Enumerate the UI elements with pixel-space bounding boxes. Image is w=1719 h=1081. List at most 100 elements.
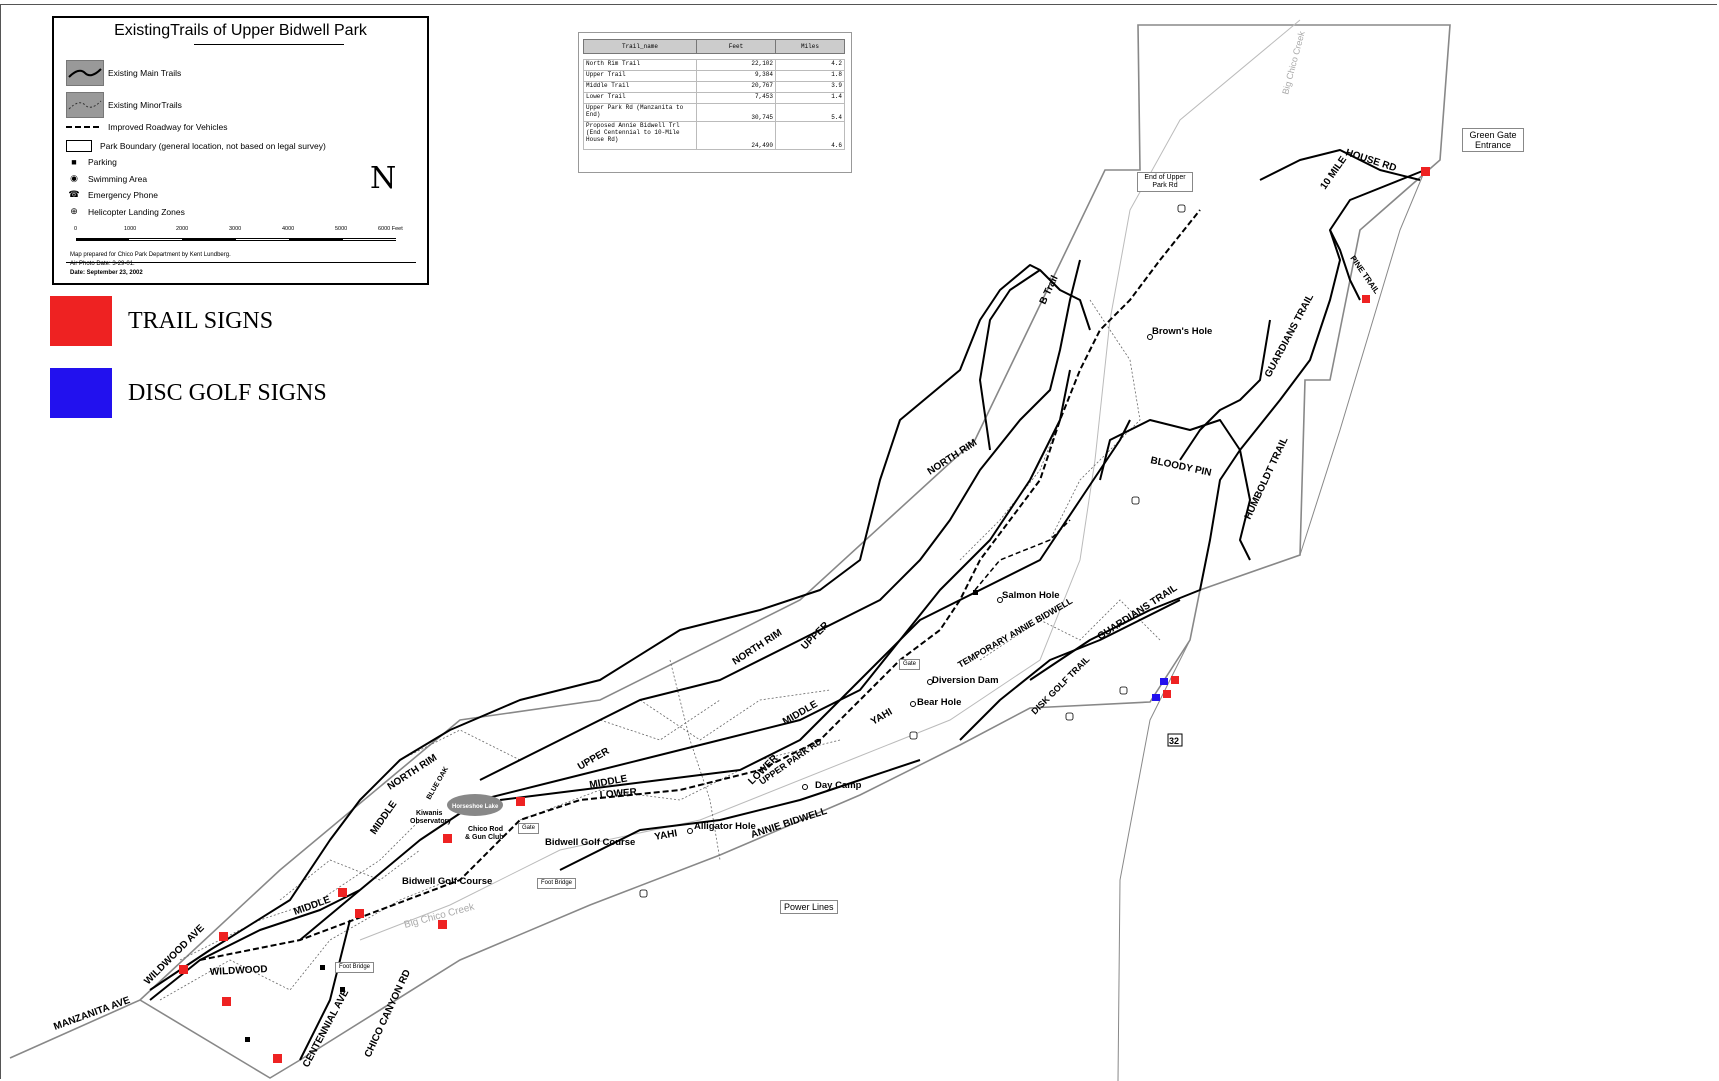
map-legend: ExistingTrails of Upper Bidwell Park Exi… bbox=[52, 16, 429, 285]
disc-golf-sign-swatch bbox=[50, 368, 112, 418]
distance-table: Trail_name Feet Miles North Rim Trail 22… bbox=[583, 39, 845, 150]
annie-bidwell-trail bbox=[559, 759, 921, 871]
credit-line: Air Photo Date: 3-29-01. bbox=[70, 261, 135, 267]
helicopter-icon: ⊕ bbox=[70, 206, 78, 216]
trail-sign-label: TRAIL SIGNS bbox=[128, 307, 274, 334]
trail-sign bbox=[222, 997, 231, 1006]
swimming-dot-icon bbox=[802, 784, 808, 790]
table-header-row: Trail_name Feet Miles bbox=[583, 39, 845, 54]
north-rim-trail bbox=[149, 264, 1041, 991]
legend-label: Existing Main Trails bbox=[108, 68, 182, 78]
table-cell: 7,453 bbox=[696, 92, 776, 104]
legend-row-minor-trails: Existing MinorTrails bbox=[66, 92, 182, 118]
label-middle-3: MIDDLE bbox=[292, 894, 332, 918]
label-golf-course-b: Bidwell Golf Course bbox=[402, 876, 492, 887]
route-32-label: 32 bbox=[1169, 736, 1179, 746]
callout-green-gate: Green Gate Entrance bbox=[1462, 128, 1524, 152]
legend-label: Park Boundary (general location, not bas… bbox=[100, 141, 326, 151]
legend-title-rule bbox=[194, 44, 344, 45]
centennial-ave bbox=[299, 919, 351, 1061]
label-annie-bidwell: ANNIE BIDWELL bbox=[750, 806, 829, 841]
label-pine: PINE TRAIL bbox=[1348, 254, 1381, 296]
ten-mile-house-rd bbox=[1259, 149, 1421, 181]
helicopter-icon bbox=[1065, 712, 1074, 721]
sign-legend-trail: TRAIL SIGNS bbox=[50, 296, 273, 346]
trail-sign bbox=[355, 909, 364, 918]
table-cell: Proposed Annie Bidwell Trl (End Centenni… bbox=[583, 121, 697, 150]
label-wildwood-ave: WILDWOOD AVE bbox=[142, 923, 207, 988]
helicopter-icon bbox=[1119, 686, 1128, 695]
callout-power-lines: Power Lines bbox=[780, 900, 838, 914]
label-chico-rod-2: & Gun Club bbox=[465, 834, 504, 841]
label-temporary-annie: TEMPORARY ANNIE BIDWELL bbox=[956, 595, 1075, 669]
disc-golf-sign-label: DISC GOLF SIGNS bbox=[128, 379, 327, 406]
label-salmon-hole: Salmon Hole bbox=[1002, 590, 1060, 601]
trail-sign bbox=[219, 932, 228, 941]
upper-park-rd bbox=[199, 209, 1201, 961]
table-cell: 24,490 bbox=[696, 121, 776, 150]
table-header: Miles bbox=[775, 39, 845, 54]
table-cell: 3.9 bbox=[775, 81, 845, 93]
label-chico-canyon-rd: CHICO CANYON RD bbox=[363, 968, 413, 1059]
table-cell: 4.6 bbox=[775, 121, 845, 150]
legend-label: Improved Roadway for Vehicles bbox=[108, 122, 228, 132]
table-cell: 9,384 bbox=[696, 70, 776, 82]
table-cell: Upper Park Rd (Manzanita to End) bbox=[583, 103, 697, 122]
parking-square-icon bbox=[340, 987, 345, 992]
phone-icon: ☎ bbox=[68, 189, 80, 199]
credit-line: Map prepared for Chico Park Department b… bbox=[70, 252, 231, 258]
highway-32-line bbox=[1117, 639, 1191, 1081]
table-cell: Upper Trail bbox=[583, 70, 697, 82]
label-north-rim: NORTH RIM bbox=[926, 437, 980, 477]
minor-trail-swatch bbox=[66, 92, 104, 118]
label-middle-4: MIDDLE bbox=[368, 799, 399, 837]
callout-foot-bridge-2: Foot Bridge bbox=[335, 962, 375, 973]
trail-sign-markers bbox=[179, 167, 1430, 1063]
disc-golf-sign bbox=[1152, 694, 1160, 701]
legend-row-roadway: Improved Roadway for Vehicles bbox=[66, 122, 228, 132]
trail-sign bbox=[273, 1054, 282, 1063]
legend-label: Helicopter Landing Zones bbox=[88, 206, 185, 217]
big-chico-creek-line bbox=[359, 19, 1301, 941]
legend-label: Swimming Area bbox=[88, 173, 148, 184]
label-alligator-hole: Alligator Hole bbox=[694, 821, 756, 832]
north-arrow: N bbox=[370, 161, 397, 196]
legend-row-swimming: ◉ Swimming Area bbox=[66, 173, 147, 184]
table-cell: 22,102 bbox=[696, 59, 776, 71]
trail-sign-swatch bbox=[50, 296, 112, 346]
scale-label: 0 bbox=[74, 226, 78, 232]
table-cell: Middle Trail bbox=[583, 81, 697, 93]
label-10-mile: 10 MILE bbox=[1318, 154, 1349, 192]
trail-sign bbox=[438, 920, 447, 929]
table-cell: 5.4 bbox=[775, 103, 845, 122]
helicopter-symbols bbox=[639, 204, 1186, 898]
parking-square-icon bbox=[973, 590, 978, 595]
table-row: North Rim Trail 22,102 4.2 bbox=[583, 59, 845, 71]
table-row: Upper Park Rd (Manzanita to End) 30,745 … bbox=[583, 103, 845, 122]
label-bear-hole: Bear Hole bbox=[917, 697, 961, 708]
horseshoe-lake-label: Horseshoe Lake bbox=[452, 804, 499, 810]
swimming-dot-icon: ◉ bbox=[70, 173, 78, 183]
trail-sign bbox=[1163, 690, 1171, 698]
parking-square-icon bbox=[245, 1037, 250, 1042]
swimming-dot-icon bbox=[910, 701, 916, 707]
highway-32-line-north bbox=[1299, 169, 1426, 556]
map-frame bbox=[0, 4, 1717, 1079]
callout-foot-bridge: Foot Bridge bbox=[537, 878, 577, 889]
label-golf-course-a: Bidwell Golf Course bbox=[545, 837, 635, 848]
label-wildwood: WILDWOOD bbox=[210, 964, 268, 978]
legend-row-main-trails: Existing Main Trails bbox=[66, 60, 181, 86]
salmon-hole-road bbox=[974, 519, 1071, 591]
disc-golf-sign-markers bbox=[1152, 678, 1168, 701]
table-header: Trail_name bbox=[583, 39, 697, 54]
helicopter-icon bbox=[909, 731, 918, 740]
label-lower: LOWER bbox=[599, 787, 638, 801]
label-chico-rod-1: Chico Rod bbox=[468, 826, 503, 833]
helicopter-icon bbox=[1177, 204, 1186, 213]
helicopter-icon bbox=[1131, 496, 1140, 505]
trail-sign bbox=[1362, 295, 1370, 303]
trail-sign bbox=[1171, 676, 1179, 684]
callout-end-upper-park-rd: End of Upper Park Rd bbox=[1137, 172, 1193, 192]
table-row: Middle Trail 20,767 3.9 bbox=[583, 81, 845, 93]
